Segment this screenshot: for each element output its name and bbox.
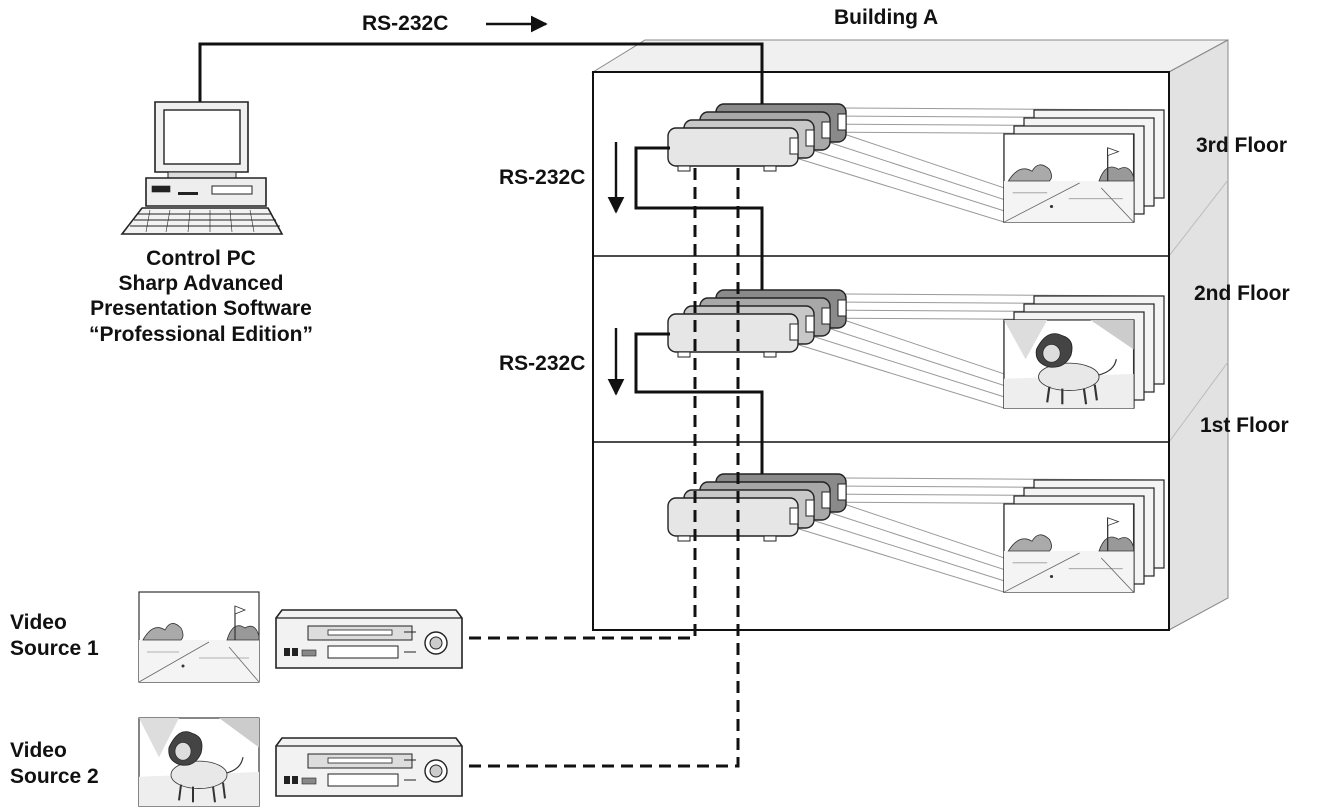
control-pc-caption: Control PC Sharp Advanced Presentation S…: [60, 246, 342, 347]
video-source-1-line1: Video: [10, 611, 67, 634]
building-label: Building A: [834, 6, 939, 29]
rs232-cables: [198, 42, 764, 474]
floor-3-projector-0: [667, 127, 799, 167]
floor-2-equipment: [667, 289, 1165, 410]
control-pc-icon: [120, 101, 284, 235]
floor-3-projectors: [667, 103, 847, 172]
floor-3-projected-image: [1003, 133, 1135, 223]
video-source-2-picture: [138, 717, 260, 808]
control-pc-title: Control PC: [146, 247, 256, 270]
floor-1-equipment: [667, 473, 1165, 593]
control-pc-software-2: Presentation Software: [90, 297, 312, 321]
floor-1-projector-0: [667, 497, 799, 537]
video-source-1-line2: Source 1: [10, 637, 99, 661]
video-source-2-line2: Source 2: [10, 765, 99, 789]
floor-2-projectors: [667, 289, 847, 358]
video-source-1-picture: [138, 591, 260, 683]
vcr-1: [275, 609, 463, 669]
video-source-1-label: Video Source 1: [10, 610, 99, 663]
floor-1-projected-image: [1003, 503, 1135, 593]
rs232-label-2: RS-232C: [499, 352, 586, 375]
video-source-2-line1: Video: [10, 739, 67, 762]
floor-1-label: 1st Floor: [1200, 414, 1289, 437]
top-rs232-label: RS-232C: [362, 12, 449, 35]
floor-2-label: 2nd Floor: [1194, 282, 1290, 305]
floor-2-projected-image: [1002, 318, 1135, 410]
rs232-label-1: RS-232C: [499, 166, 586, 189]
floor-1-projectors: [667, 473, 847, 542]
video-cables: [462, 168, 740, 768]
control-pc-software: Sharp Advanced: [118, 272, 284, 296]
floor-3-label: 3rd Floor: [1196, 134, 1288, 157]
floor-3-equipment: [667, 103, 1165, 223]
video-source-2-label: Video Source 2: [10, 738, 99, 791]
vcr-2: [275, 737, 463, 797]
control-pc-edition: “Professional Edition”: [88, 322, 314, 346]
floor-2-projector-0: [667, 313, 799, 353]
